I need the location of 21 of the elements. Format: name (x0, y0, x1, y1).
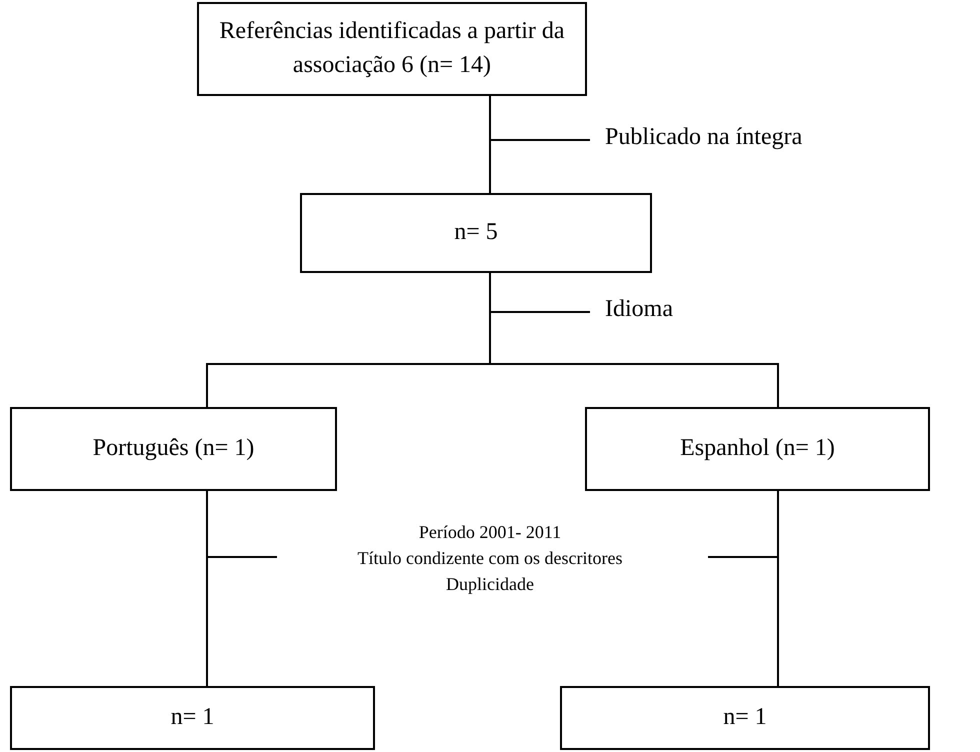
criterion-label: Duplicidade (445, 573, 535, 596)
process-box (10, 407, 337, 491)
criterion-label: Título condizente com os descritores (356, 547, 624, 570)
process-box (300, 193, 652, 273)
box-text: Referências identificadas a partir da associação 6 (n= 14) (218, 17, 566, 80)
criterion-label: Publicado na íntegra (605, 124, 802, 151)
box-text: Português (n= 1) (92, 434, 254, 464)
process-box (560, 686, 930, 750)
criterion-label: Período 2001- 2011 (418, 521, 562, 544)
connector-line (489, 96, 491, 193)
box-text: n= 1 (723, 703, 767, 732)
box-text: n= 5 (454, 218, 498, 248)
box-text: Espanhol (n= 1) (680, 434, 835, 464)
box-text: n= 1 (170, 703, 214, 732)
process-box (585, 407, 930, 491)
connector-line (206, 491, 208, 686)
process-box (10, 686, 375, 750)
connector-line (489, 273, 779, 407)
criterion-label: Idioma (605, 296, 673, 323)
process-box (197, 2, 587, 96)
connector-line (777, 491, 779, 686)
